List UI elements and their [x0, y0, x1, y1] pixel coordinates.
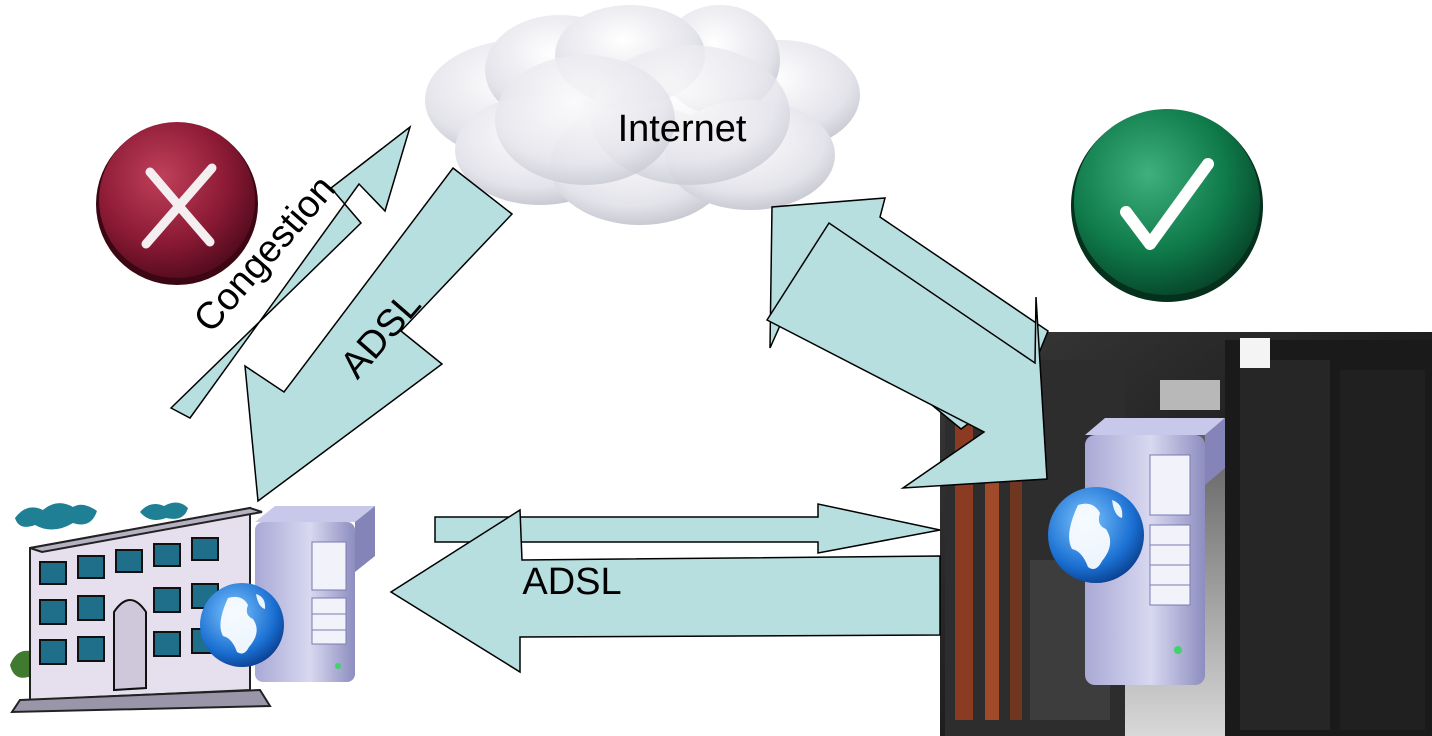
- datacenter-photo: [940, 332, 1432, 736]
- congestion-arrow: [169, 124, 412, 419]
- check-icon: [1071, 109, 1263, 302]
- adsl-downlink-arrow: [244, 166, 514, 503]
- cloud-icon: [425, 5, 860, 225]
- x-icon: [96, 122, 258, 285]
- datacenter-downlink-arrow: [765, 221, 1048, 489]
- adsl-horizontal-arrow: [389, 508, 941, 674]
- globe-icon: [200, 583, 284, 667]
- adsl-horizontal-label: ADSL: [522, 561, 621, 603]
- server-icon: [255, 506, 375, 682]
- globe-icon: [1048, 487, 1144, 583]
- cloud-label: Internet: [618, 108, 747, 150]
- office-building-icon: [10, 502, 272, 714]
